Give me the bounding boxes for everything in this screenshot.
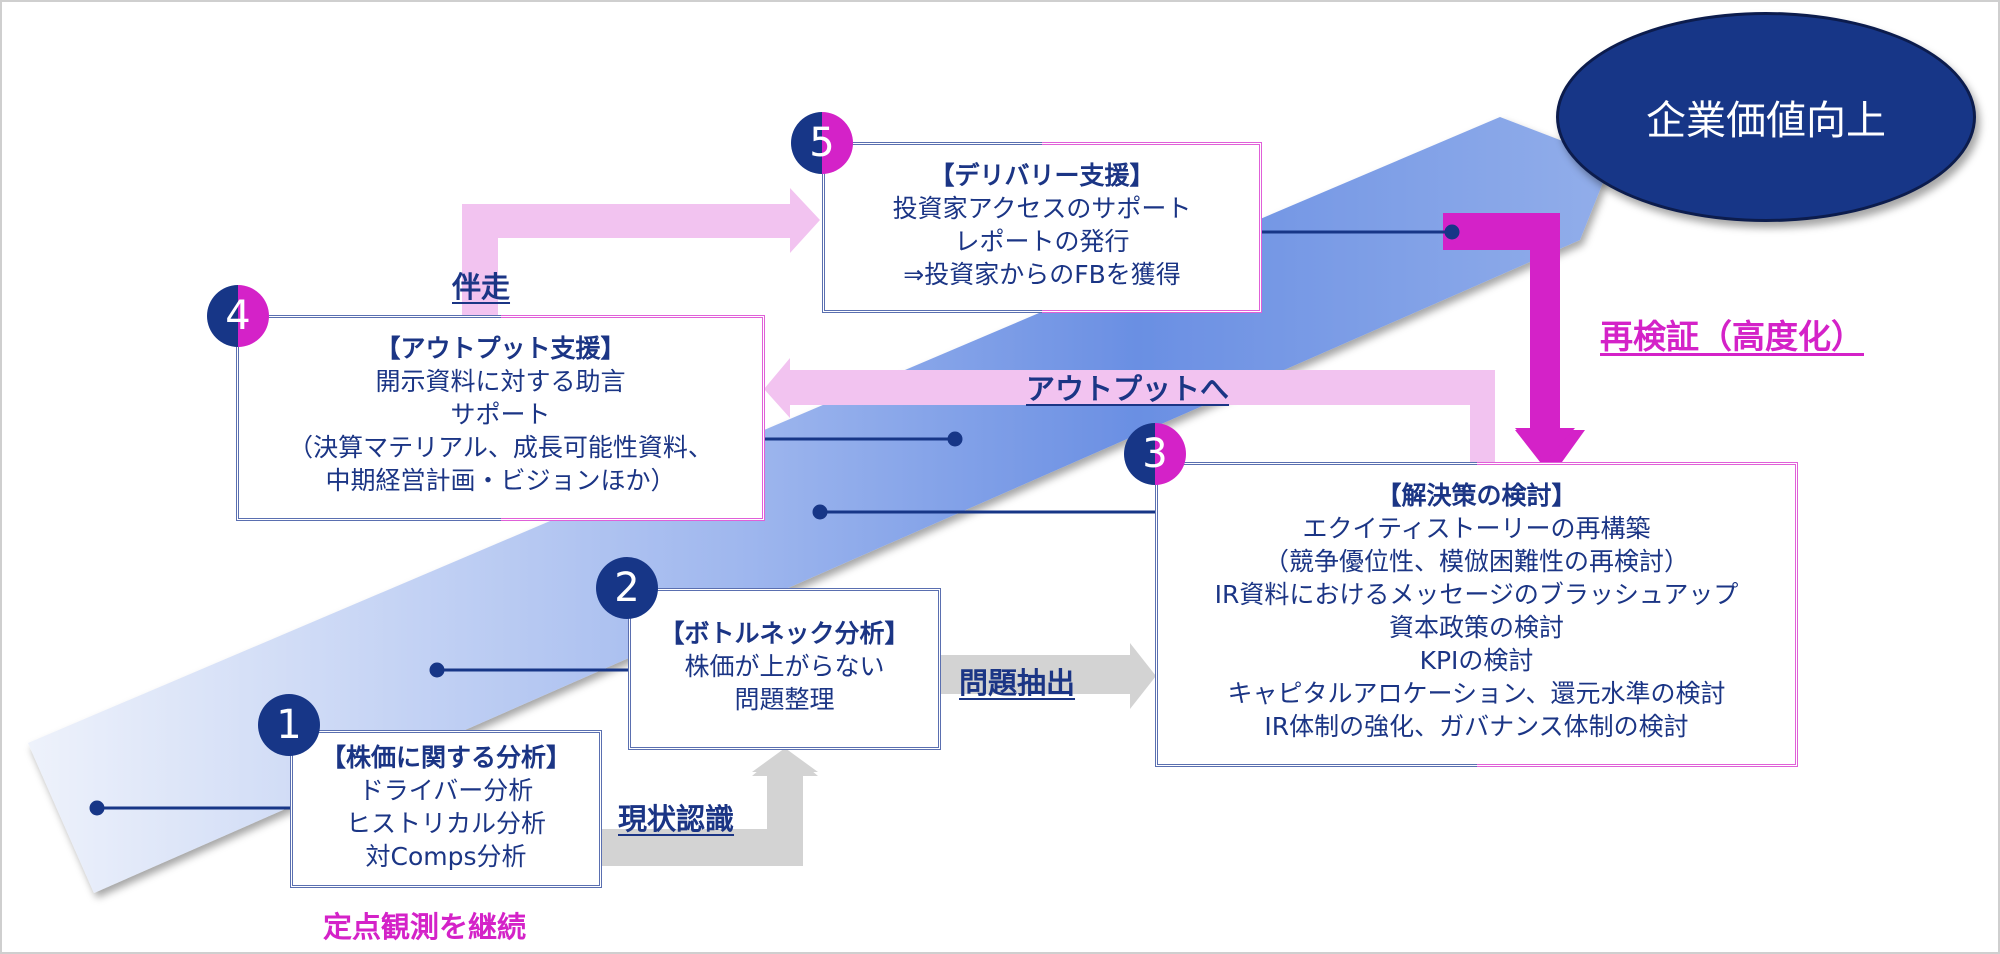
step-2-line: 株価が上がらない — [684, 652, 885, 681]
reverify-label: 再検証（高度化） — [1600, 317, 1864, 356]
connector-dot-step2 — [429, 662, 445, 678]
step-3-line: エクイティストーリーの再構築 — [1302, 514, 1651, 543]
step-5-badge: 5 — [791, 112, 853, 174]
current-state-arrow-body — [600, 829, 790, 866]
step-5-number: 5 — [809, 120, 835, 166]
to-output-label: アウトプットへ — [1026, 372, 1230, 406]
step-4-badge: 4 — [207, 285, 269, 347]
goal-ellipse: 企業価値向上 — [1556, 12, 1976, 222]
step-5-title: 【デリバリー支援】 — [929, 161, 1155, 190]
step-1-box: 【株価に関する分析】 ドライバー分析 ヒストリカル分析 対Comps分析 — [290, 730, 602, 888]
reverify-arrow-shaft — [1443, 213, 1560, 430]
step-4-number: 4 — [225, 293, 251, 339]
to-output-arrow — [764, 358, 1495, 462]
reverify-arrow-head — [1515, 428, 1575, 462]
step-1-line: 対Comps分析 — [365, 842, 527, 871]
step-3-number: 3 — [1142, 431, 1168, 477]
connector-dot-step1 — [89, 800, 105, 816]
step-1-badge: 1 — [258, 694, 320, 756]
step-3-title: 【解決策の検討】 — [1376, 481, 1577, 510]
step-3-line: （競争優位性、模倣困難性の再検討） — [1263, 547, 1689, 576]
step-1-title: 【株価に関する分析】 — [320, 743, 571, 772]
step-5-box: 【デリバリー支援】 投資家アクセスのサポート レポートの発行 ⇒投資家からのFB… — [822, 142, 1262, 313]
step-1-line: ドライバー分析 — [358, 776, 534, 805]
connector-dot-step3 — [812, 504, 828, 520]
step-3-line: 資本政策の検討 — [1388, 613, 1564, 642]
accompany-label: 伴走 — [452, 270, 511, 304]
step-4-line: 開示資料に対する助言 — [375, 367, 626, 396]
problem-extraction-label: 問題抽出 — [959, 666, 1076, 700]
step-1-line: ヒストリカル分析 — [345, 809, 546, 838]
step-2-line: 問題整理 — [734, 685, 835, 714]
step-4-box: 【アウトプット支援】 開示資料に対する助言 サポート （決算マテリアル、成長可能… — [236, 315, 765, 521]
goal-label: 企業価値向上 — [1646, 98, 1886, 144]
step-5-line: レポートの発行 — [954, 227, 1130, 256]
step-3-box: 【解決策の検討】 エクイティストーリーの再構築 （競争優位性、模倣困難性の再検討… — [1155, 462, 1798, 767]
current-state-arrow-head — [752, 748, 818, 866]
step-1-number: 1 — [276, 702, 302, 748]
step-5-line: 投資家アクセスのサポート — [892, 194, 1192, 223]
step-2-title: 【ボトルネック分析】 — [659, 619, 910, 648]
step-3-badge: 3 — [1124, 423, 1186, 485]
current-state-label: 現状認識 — [618, 802, 735, 836]
step-4-line: （決算マテリアル、成長可能性資料、 — [288, 433, 713, 462]
step-2-number: 2 — [614, 565, 640, 611]
step-4-line: 中期経営計画・ビジョンほか） — [325, 466, 676, 495]
step-2-badge: 2 — [596, 557, 658, 619]
step-3-line: IR資料におけるメッセージのブラッシュアップ — [1214, 580, 1739, 609]
continuous-monitoring-label: 定点観測を継続 — [323, 910, 527, 944]
step-3-line: KPIの検討 — [1419, 646, 1534, 675]
step-3-line: IR体制の強化、ガバナンス体制の検討 — [1264, 712, 1689, 741]
step-4-title: 【アウトプット支援】 — [375, 334, 626, 363]
connector-dot-step4 — [947, 431, 963, 447]
step-4-line: サポート — [450, 400, 551, 429]
accompany-arrow — [462, 188, 820, 316]
step-2-box: 【ボトルネック分析】 株価が上がらない 問題整理 — [628, 588, 941, 750]
step-5-line: ⇒投資家からのFBを獲得 — [903, 260, 1181, 289]
step-3-line: キャピタルアロケーション、還元水準の検討 — [1227, 679, 1726, 708]
problem-extraction-arrow — [940, 643, 1156, 709]
connector-dot-step5 — [1444, 224, 1460, 240]
